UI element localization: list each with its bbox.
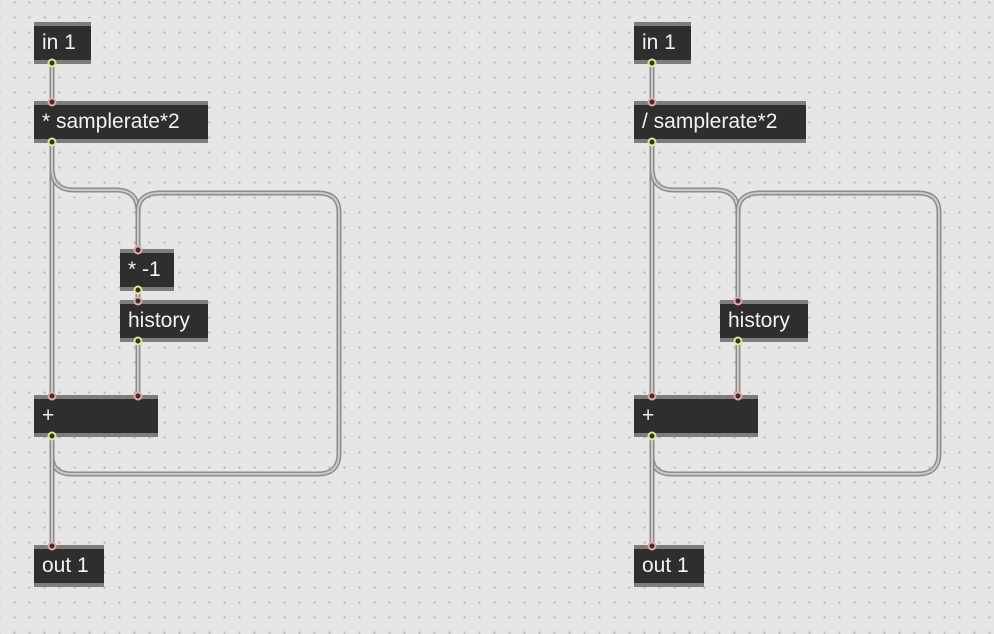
out-object-right[interactable]: out 1 xyxy=(634,541,704,587)
object-label: * samplerate*2 xyxy=(42,110,180,133)
history-object-right[interactable]: history xyxy=(720,296,808,346)
in-object-left[interactable]: in 1 xyxy=(34,22,91,68)
plus-object-left[interactable]: + xyxy=(34,391,158,441)
object-label: + xyxy=(42,404,55,427)
object-label: * -1 xyxy=(128,258,161,281)
out-object-label: out 1 xyxy=(642,554,689,577)
inlet-right[interactable] xyxy=(733,391,743,401)
inlet-left[interactable] xyxy=(647,391,657,401)
object-label: / samplerate*2 xyxy=(642,110,778,133)
in-object-label: in 1 xyxy=(42,31,76,54)
inlet-right[interactable] xyxy=(133,391,143,401)
outlet[interactable] xyxy=(133,336,143,346)
outlet[interactable] xyxy=(47,431,57,441)
outlet[interactable] xyxy=(647,137,657,147)
cord-feedback-left[interactable] xyxy=(49,190,342,477)
negate-object-left[interactable]: * -1 xyxy=(120,245,174,295)
plus-object-right[interactable]: + xyxy=(634,391,758,441)
outlet[interactable] xyxy=(133,285,143,295)
object-label: history xyxy=(728,309,790,332)
in-object-label: in 1 xyxy=(642,31,676,54)
cord-feedback-right[interactable] xyxy=(649,190,942,477)
outlet[interactable] xyxy=(47,58,57,68)
cord-op-to-neg-left[interactable] xyxy=(49,139,141,252)
samplerate-multiply-object-left[interactable]: * samplerate*2 xyxy=(34,97,208,147)
samplerate-divide-object-right[interactable]: / samplerate*2 xyxy=(634,97,806,147)
out-object-label: out 1 xyxy=(42,554,89,577)
inlet[interactable] xyxy=(47,541,57,551)
inlet-left[interactable] xyxy=(47,391,57,401)
out-object-left[interactable]: out 1 xyxy=(34,541,104,587)
outlet[interactable] xyxy=(733,336,743,346)
outlet[interactable] xyxy=(647,58,657,68)
inlet[interactable] xyxy=(733,296,743,306)
in-object-right[interactable]: in 1 xyxy=(634,22,691,68)
inlet[interactable] xyxy=(647,541,657,551)
object-label: history xyxy=(128,309,190,332)
inlet[interactable] xyxy=(133,245,143,255)
outlet[interactable] xyxy=(47,137,57,147)
outlet[interactable] xyxy=(647,431,657,441)
cord-op-to-history-right[interactable] xyxy=(649,139,741,302)
history-object-left[interactable]: history xyxy=(120,296,208,346)
inlet[interactable] xyxy=(47,97,57,107)
object-label: + xyxy=(642,404,655,427)
inlet[interactable] xyxy=(647,97,657,107)
inlet[interactable] xyxy=(133,296,143,306)
